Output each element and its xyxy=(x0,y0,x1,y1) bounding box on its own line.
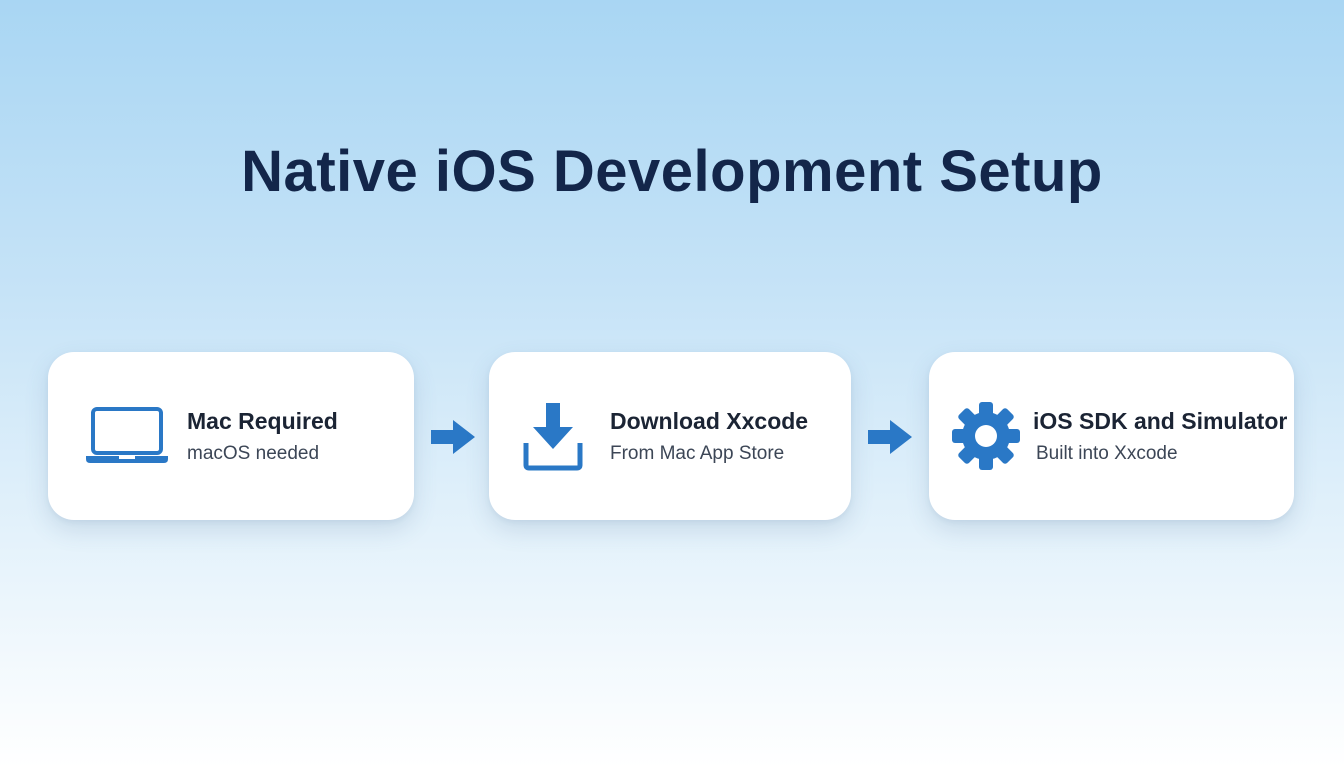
step-subtitle: macOS needed xyxy=(187,443,320,464)
download-icon xyxy=(523,403,583,471)
gear-icon xyxy=(952,402,1020,470)
step-title: Download Xxcode xyxy=(610,408,809,434)
step-card-mac-required: Mac Required macOS needed xyxy=(48,352,414,520)
laptop-icon xyxy=(86,407,168,463)
step-title: Mac Required xyxy=(187,408,338,434)
arrow-right-icon xyxy=(431,420,475,454)
arrow-right-icon xyxy=(868,420,912,454)
step-subtitle: Built into Xxcode xyxy=(1036,443,1178,464)
step-card-ios-sdk: iOS SDK and Simulator Built into Xxcode xyxy=(929,352,1294,520)
step-card-download-xcode: Download Xxcode From Mac App Store xyxy=(489,352,851,520)
step-subtitle: From Mac App Store xyxy=(610,443,785,464)
diagram-title: Native iOS Development Setup xyxy=(241,139,1103,204)
step-title: iOS SDK and Simulator xyxy=(1033,408,1288,434)
